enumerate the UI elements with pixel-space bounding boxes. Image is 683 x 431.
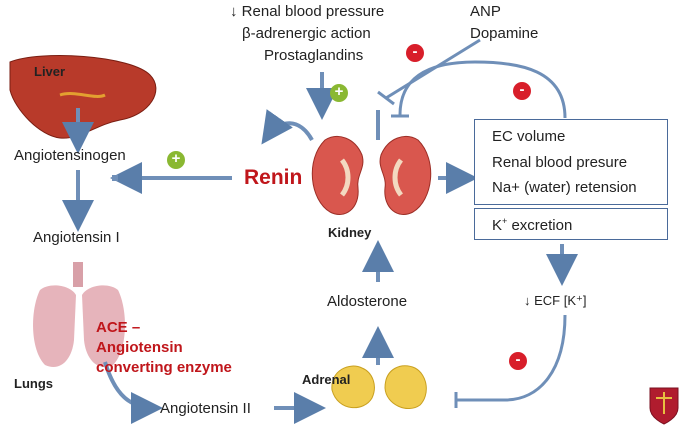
stimulus-prostaglandins: Prostaglandins (264, 47, 364, 64)
angiotensin2-label: Angiotensin II (160, 400, 251, 417)
k-superscript: + (502, 216, 508, 226)
inhibition-ecf-to-adrenal (456, 314, 567, 402)
ace-line-2: Angiotensin (96, 339, 183, 356)
adrenal-image (331, 365, 427, 410)
inhibition-ec-volume-to-renin (398, 60, 567, 119)
lungs-image (33, 262, 125, 368)
effect-ec-volume: EC volume (492, 128, 566, 145)
ace-line-3: converting enzyme (96, 359, 232, 376)
angiotensinogen-label: Angiotensinogen (14, 147, 126, 164)
effects-box: EC volume Renal blood presure Na+ (water… (474, 119, 668, 205)
inhibitor-anp: ANP (470, 3, 501, 20)
stimulus-renal-bp-label: Renal blood pressure (241, 3, 385, 20)
liver-image (9, 55, 157, 139)
stimulus-beta-adrenergic: β-adrenergic action (242, 25, 371, 42)
adrenal-label: Adrenal (302, 372, 351, 387)
minus-sign-anp: - (406, 44, 424, 62)
effect-k-excretion: K+ excretion (492, 216, 572, 234)
arrow-kidney-feedback-curve (261, 109, 314, 145)
arrow-lungs-to-angiotensin2 (103, 361, 163, 424)
lungs-label: Lungs (14, 376, 53, 391)
renin-label: Renin (244, 166, 303, 189)
plus-sign-renin: + (167, 151, 185, 169)
kidney-image (311, 136, 432, 215)
aldosterone-label: Aldosterone (327, 293, 408, 310)
k-excretion-box: K+ excretion (474, 208, 668, 240)
liver-label: Liver (34, 64, 66, 79)
university-crest-logo (649, 387, 679, 425)
k-symbol: K (492, 217, 503, 234)
down-arrow-icon: ↓ (230, 3, 238, 20)
minus-sign-ec-volume: - (513, 82, 531, 100)
effect-na-retention: Na+ (water) retension (492, 179, 637, 196)
plus-sign-stimuli: + (330, 84, 348, 102)
minus-sign-ecf: - (509, 352, 527, 370)
k-excretion-text: excretion (507, 217, 573, 234)
ace-line-1: ACE – (96, 319, 141, 336)
angiotensin1-label: Angiotensin I (33, 229, 120, 246)
effect-renal-bp: Renal blood presure (492, 154, 628, 171)
stimulus-renal-bp: ↓ Renal blood pressure (230, 3, 384, 20)
ecf-k-label: ↓ ECF [K⁺] (524, 293, 587, 308)
kidney-label: Kidney (328, 225, 372, 240)
inhibitor-dopamine: Dopamine (470, 25, 539, 42)
